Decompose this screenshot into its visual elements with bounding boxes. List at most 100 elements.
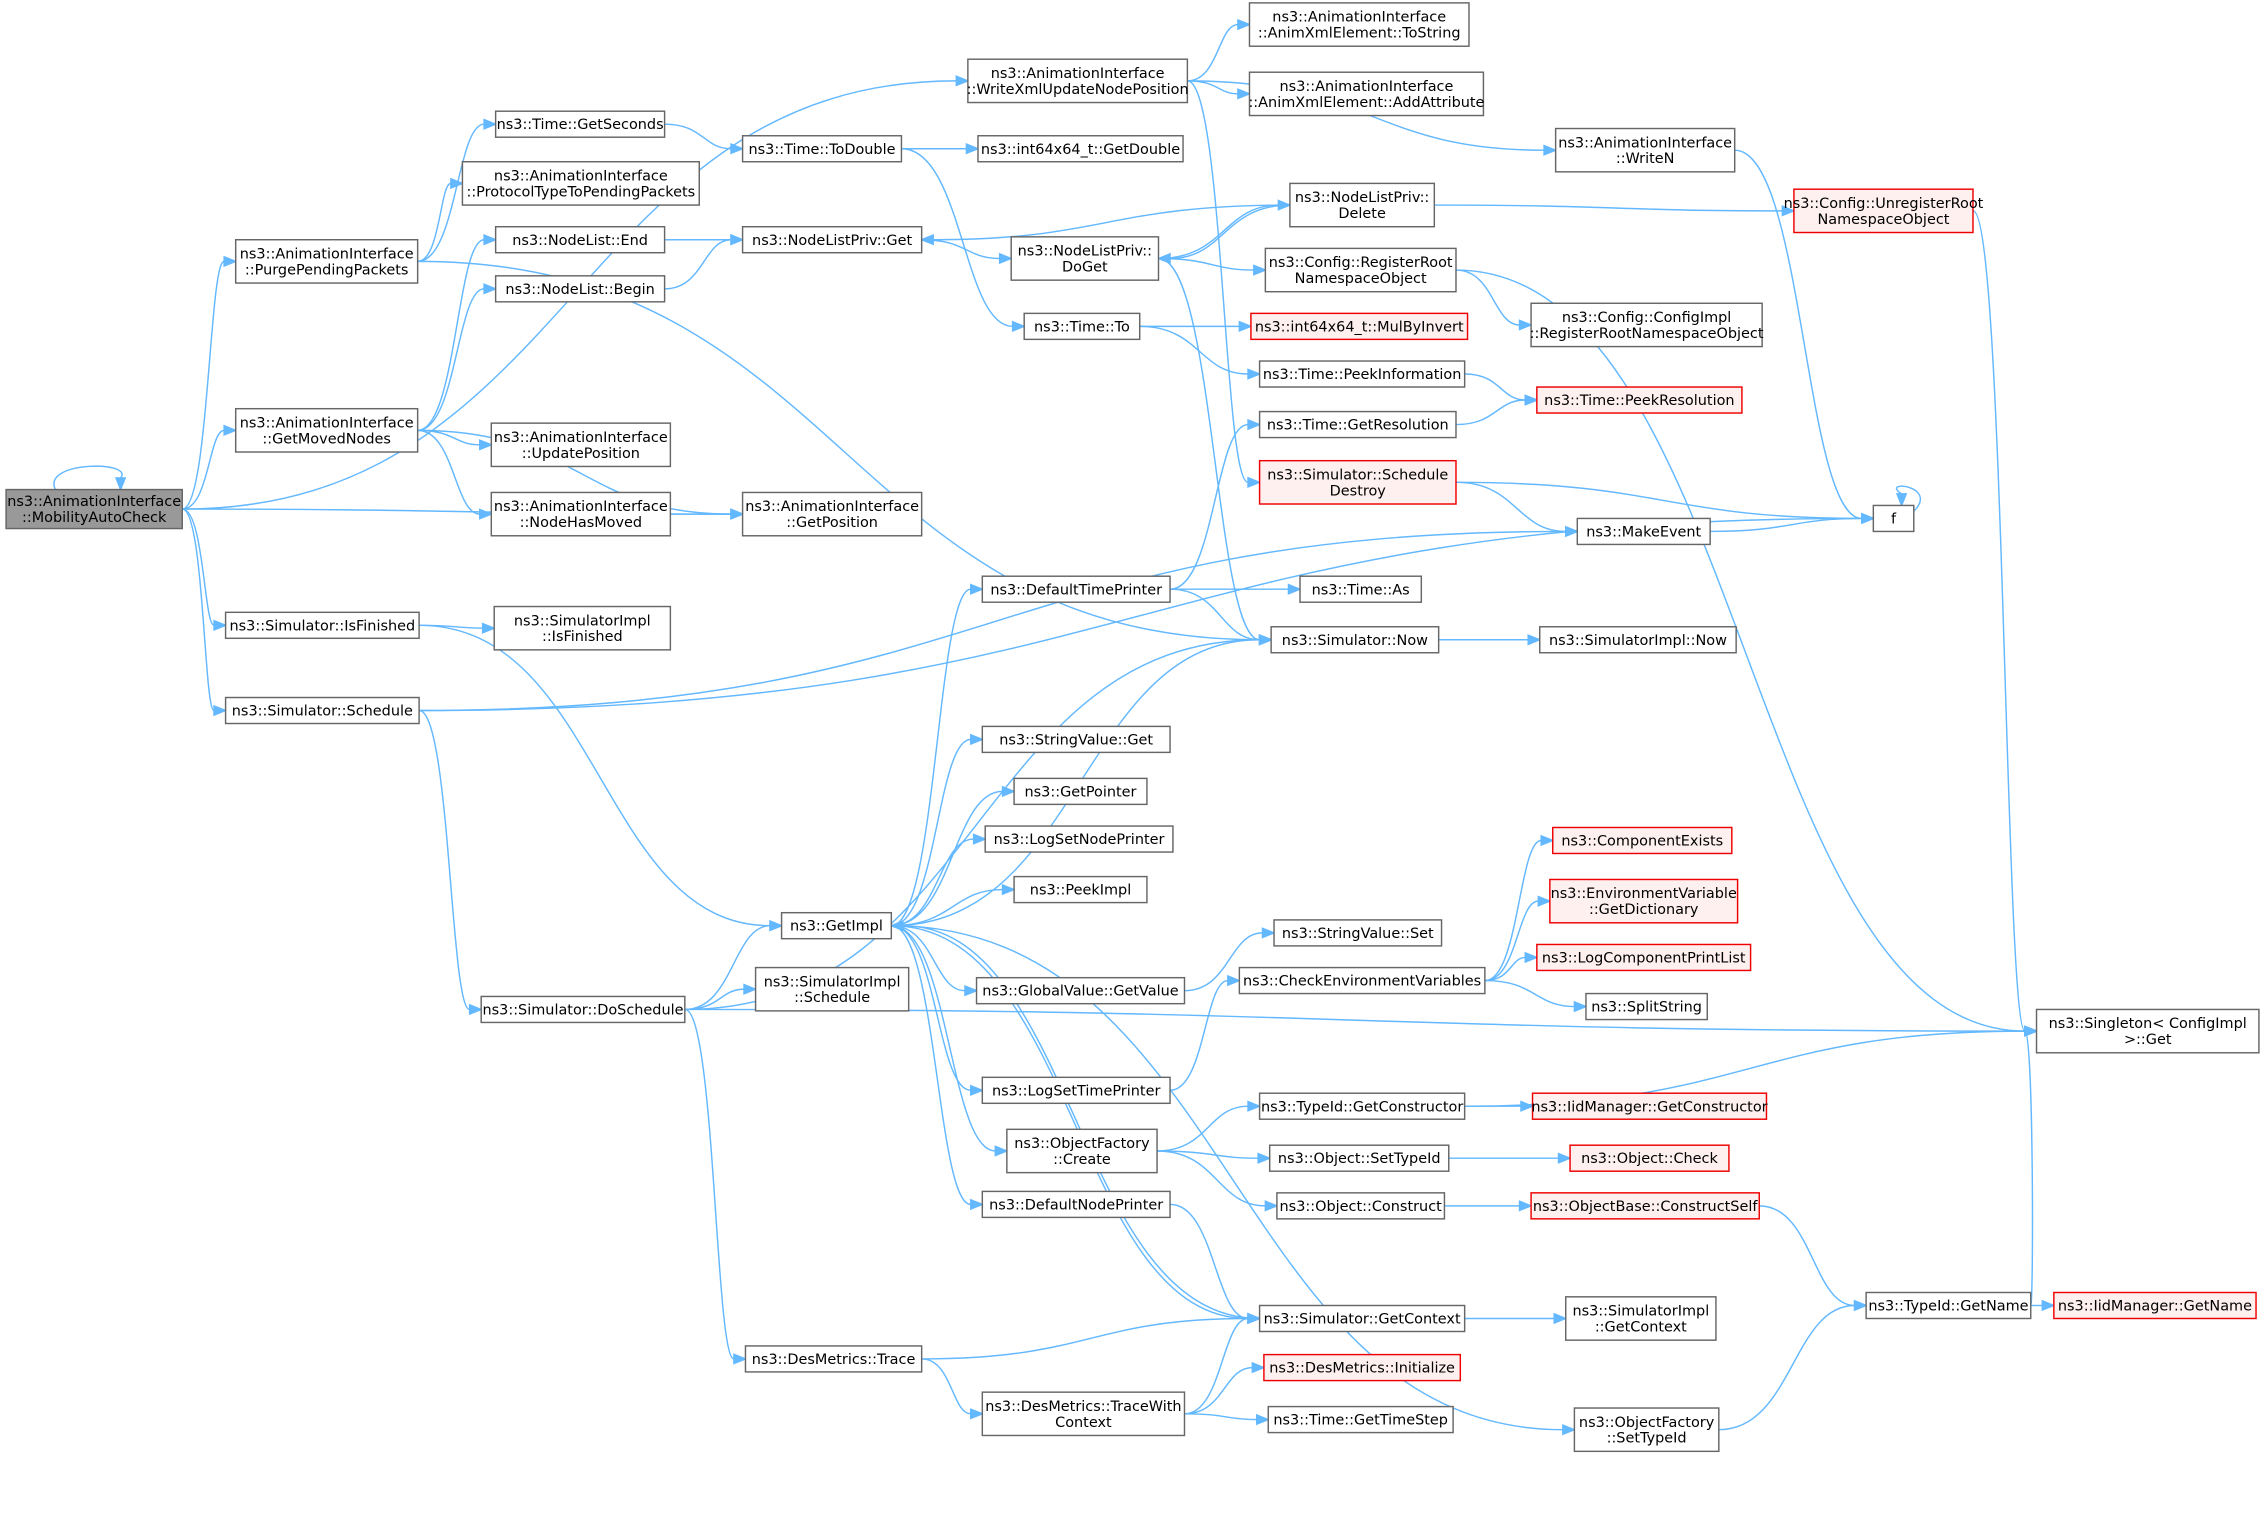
node-nodelist-end[interactable]: ns3::NodeList::End — [494, 226, 666, 254]
node-simulatorimpl-now[interactable]: ns3::SimulatorImpl::Now — [1539, 626, 1737, 654]
node-box — [981, 725, 1171, 754]
node-defaultnodeprinter[interactable]: ns3::DefaultNodePrinter — [981, 1190, 1171, 1219]
node-nodelistpriv-doget[interactable]: ns3::NodeListPriv::DoGet — [1010, 236, 1160, 281]
node-animationinterface-updateposition[interactable]: ns3::AnimationInterface::UpdatePosition — [490, 422, 672, 468]
node-typeid-getconstructor[interactable]: ns3::TypeId::GetConstructor — [1258, 1092, 1466, 1120]
node-getpointer[interactable]: ns3::GetPointer — [1013, 777, 1148, 806]
node-object-check[interactable]: ns3::Object::Check — [1569, 1144, 1730, 1172]
node-typeid-getname[interactable]: ns3::TypeId::GetName — [1865, 1291, 2032, 1320]
node-box — [1536, 386, 1743, 414]
node-time-gettimestep[interactable]: ns3::Time::GetTimeStep — [1267, 1405, 1454, 1434]
node-box — [490, 491, 672, 537]
node-checkenvironmentvariables[interactable]: ns3::CheckEnvironmentVariables — [1238, 966, 1486, 995]
node-box — [1554, 127, 1736, 173]
node-f[interactable]: f — [1872, 504, 1915, 533]
node-simulator-now[interactable]: ns3::Simulator::Now — [1270, 626, 1440, 654]
node-logsettimeprinter[interactable]: ns3::LogSetTimePrinter — [981, 1076, 1171, 1105]
node-iidmanager-getconstructor[interactable]: ns3::IidManager::GetConstructor — [1531, 1092, 1768, 1120]
node-label: ns3::AnimationInterface — [494, 169, 668, 185]
arrowhead — [1527, 634, 1542, 646]
node-int64x64-t-getdouble[interactable]: ns3::int64x64_t::GetDouble — [977, 135, 1184, 163]
node-objectbase-constructself[interactable]: ns3::ObjectBase::ConstructSelf — [1530, 1192, 1760, 1220]
arrowhead — [965, 143, 980, 155]
node-stringvalue-get[interactable]: ns3::StringValue::Get — [981, 725, 1171, 754]
node-animationinterface-writen[interactable]: ns3::AnimationInterface::WriteN — [1554, 127, 1736, 173]
node-animationinterface-getmovednodes[interactable]: ns3::AnimationInterface::GetMovedNodes — [234, 407, 419, 453]
node-simulator-isfinished[interactable]: ns3::Simulator::IsFinished — [224, 611, 420, 640]
node-animationinterface-getposition[interactable]: ns3::AnimationInterface::GetPosition — [741, 491, 923, 537]
node-label: ns3::int64x64_t::GetDouble — [981, 142, 1180, 158]
arrowhead — [970, 583, 985, 595]
node-objectfactory-create[interactable]: ns3::ObjectFactory::Create — [1006, 1128, 1158, 1174]
node-componentexists[interactable]: ns3::ComponentExists — [1552, 826, 1733, 855]
node-label: ns3::Time::PeekResolution — [1544, 393, 1734, 409]
call-edge — [417, 429, 732, 515]
node-label: ns3::EnvironmentVariable — [1551, 886, 1737, 902]
node-simulatorimpl-schedule[interactable]: ns3::SimulatorImpl::Schedule — [754, 966, 910, 1012]
node-defaulttimeprinter[interactable]: ns3::DefaultTimePrinter — [981, 575, 1171, 603]
call-edge — [182, 429, 225, 510]
node-config-registerrootnamespaceobject[interactable]: ns3::Config::RegisterRootNamespaceObject — [1264, 247, 1457, 293]
node-time-as[interactable]: ns3::Time::As — [1299, 575, 1423, 603]
node-desmetrics-trace[interactable]: ns3::DesMetrics::Trace — [744, 1345, 923, 1373]
node-makeevent[interactable]: ns3::MakeEvent — [1576, 517, 1711, 546]
node-animationinterface-nodehasmoved[interactable]: ns3::AnimationInterface::NodeHasMoved — [490, 491, 672, 537]
node-globalvalue-getvalue[interactable]: ns3::GlobalValue::GetValue — [975, 976, 1186, 1005]
node-object-settypeid[interactable]: ns3::Object::SetTypeId — [1268, 1144, 1450, 1172]
node-box — [1565, 1296, 1717, 1341]
node-objectfactory-settypeid[interactable]: ns3::ObjectFactory::SetTypeId — [1573, 1407, 1720, 1453]
node-time-getresolution[interactable]: ns3::Time::GetResolution — [1258, 410, 1457, 439]
call-edge — [417, 123, 485, 263]
node-label: ns3::Time::GetSeconds — [497, 117, 664, 133]
node-desmetrics-initialize[interactable]: ns3::DesMetrics::Initialize — [1263, 1353, 1462, 1382]
node-time-getseconds[interactable]: ns3::Time::GetSeconds — [494, 110, 666, 138]
node-peekimpl[interactable]: ns3::PeekImpl — [1013, 875, 1148, 904]
node-box — [741, 491, 923, 537]
node-simulatorimpl-isfinished[interactable]: ns3::SimulatorImpl::IsFinished — [493, 605, 672, 651]
node-environmentvariable-getdictionary[interactable]: ns3::EnvironmentVariable::GetDictionary — [1549, 878, 1739, 924]
node-simulator-getcontext[interactable]: ns3::Simulator::GetContext — [1258, 1304, 1466, 1333]
call-edge — [684, 639, 1260, 1011]
node-time-to[interactable]: ns3::Time::To — [1023, 312, 1141, 341]
node-label: ns3::DefaultTimePrinter — [990, 582, 1162, 598]
node-config-configimpl-registerrootnamespaceobject[interactable]: ns3::Config::ConfigImpl::RegisterRootNam… — [1530, 302, 1764, 348]
node-animationinterface-protocoltypetopendingpackets[interactable]: ns3::AnimationInterface::ProtocolTypeToP… — [461, 161, 700, 206]
node-singleton-configimpl-get[interactable]: ns3::Singleton< ConfigImpl >::Get — [2035, 1008, 2260, 1054]
node-simulatorimpl-getcontext[interactable]: ns3::SimulatorImpl::GetContext — [1565, 1296, 1717, 1341]
node-animationinterface-animxmlelement-addattribute[interactable]: ns3::AnimationInterface::AnimXmlElement:… — [1248, 71, 1485, 117]
node-nodelistpriv-get[interactable]: ns3::NodeListPriv::Get — [741, 226, 923, 254]
node-nodelistpriv-delete[interactable]: ns3::NodeListPriv::Delete — [1289, 182, 1436, 228]
node-box — [1273, 919, 1443, 947]
node-animationinterface-animxmlelement-tostring[interactable]: ns3::AnimationInterface::AnimXmlElement:… — [1248, 2, 1470, 47]
node-animationinterface-writexmlupdatenodeposition[interactable]: ns3::AnimationInterface::WriteXmlUpdateN… — [967, 58, 1189, 104]
node-splitstring[interactable]: ns3::SplitString — [1585, 992, 1708, 1021]
node-simulator-schedule[interactable]: ns3::Simulator::Schedule — [224, 696, 420, 725]
node-time-peekinformation[interactable]: ns3::Time::PeekInformation — [1258, 360, 1466, 388]
node-label: ns3::AnimationInterface — [991, 66, 1165, 82]
node-simulator-doschedule[interactable]: ns3::Simulator::DoSchedule — [480, 995, 686, 1024]
call-edge — [891, 838, 974, 927]
call-edge — [1158, 204, 1279, 260]
node-nodelist-begin[interactable]: ns3::NodeList::Begin — [494, 275, 666, 303]
node-time-peekresolution[interactable]: ns3::Time::PeekResolution — [1536, 386, 1743, 414]
node-config-unregisterrootnamespaceobject[interactable]: ns3::Config::UnregisterRootNamespaceObje… — [1784, 188, 1984, 234]
node-label: ns3::Object::Check — [1581, 1151, 1718, 1167]
arrowhead — [1238, 320, 1253, 333]
node-int64x64-t-mulbyinvert[interactable]: ns3::int64x64_t::MulByInvert — [1250, 312, 1469, 341]
node-getimpl[interactable]: ns3::GetImpl — [780, 911, 893, 940]
node-animationinterface-purgependingpackets[interactable]: ns3::AnimationInterface::PurgePendingPac… — [234, 239, 419, 284]
node-logcomponentprintlist[interactable]: ns3::LogComponentPrintList — [1536, 943, 1752, 972]
node-iidmanager-getname[interactable]: ns3::IidManager::GetName — [2053, 1291, 2257, 1320]
node-label: ns3::PeekImpl — [1030, 883, 1131, 899]
node-animationinterface-mobilityautocheck[interactable]: ns3::AnimationInterface::MobilityAutoChe… — [5, 488, 183, 530]
node-box — [981, 575, 1171, 603]
node-stringvalue-set[interactable]: ns3::StringValue::Set — [1273, 919, 1443, 947]
node-time-todouble[interactable]: ns3::Time::ToDouble — [741, 135, 903, 163]
call-edge — [1734, 149, 1862, 520]
node-logsetnodeprinter[interactable]: ns3::LogSetNodePrinter — [984, 825, 1174, 853]
arrowhead — [1261, 927, 1276, 939]
node-object-construct[interactable]: ns3::Object::Construct — [1276, 1192, 1446, 1220]
